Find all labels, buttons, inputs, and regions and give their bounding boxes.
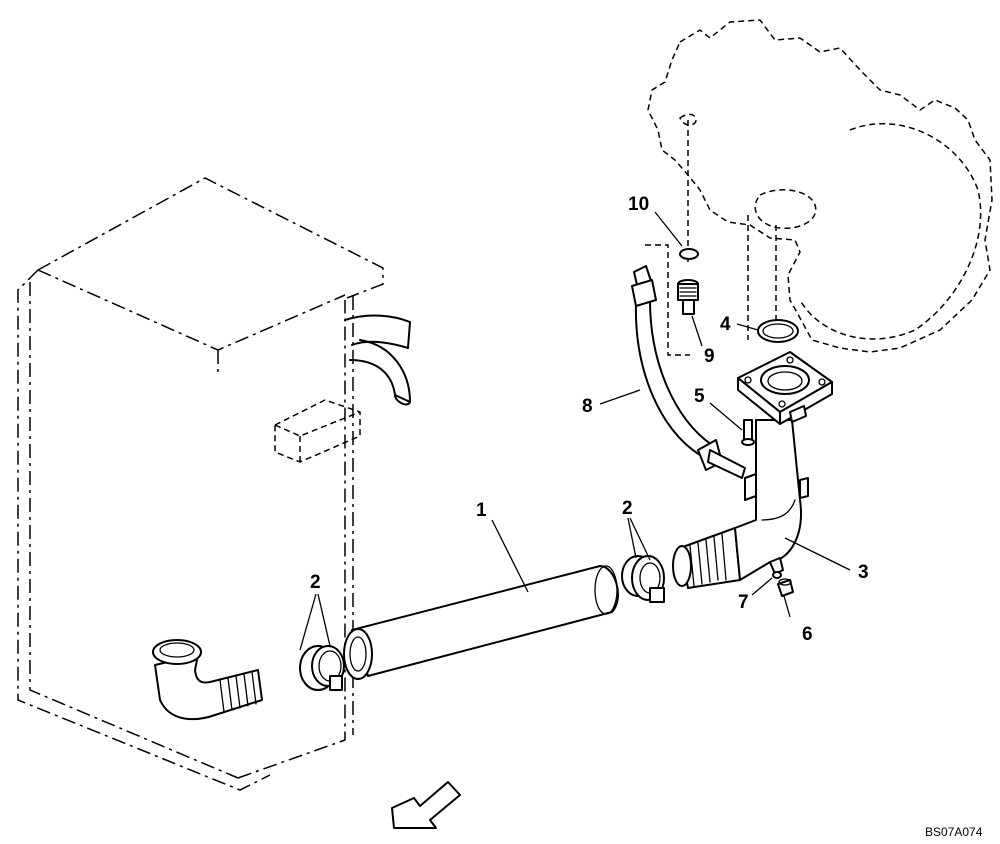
pipe-part — [672, 351, 833, 589]
callout-7-label: 7 — [738, 592, 749, 613]
callout-6-label: 6 — [802, 624, 813, 645]
o-ring-plug-part — [772, 571, 782, 579]
clamp-right-part — [621, 555, 665, 603]
callout-9-label: 9 — [704, 346, 715, 367]
small-hose-part — [631, 265, 746, 479]
tank-outline — [17, 177, 411, 791]
o-ring-large-part — [757, 319, 799, 343]
clamp-left-part — [299, 645, 345, 691]
callout-10-label: 10 — [628, 194, 649, 215]
callout-4-label: 4 — [720, 314, 731, 335]
callout-labels: 1 2 2 3 4 5 6 7 8 9 10 — [310, 194, 869, 645]
callout-2-label: 2 — [622, 498, 633, 519]
direction-arrow-icon — [391, 781, 461, 829]
callout-5-label: 5 — [694, 386, 705, 407]
fitting-part — [677, 279, 699, 315]
callout-2-label: 2 — [310, 572, 321, 593]
leader-lines — [299, 211, 851, 651]
hose-part — [343, 565, 619, 680]
plug-part — [777, 578, 794, 597]
drawing-code: BS07A074 — [925, 825, 983, 839]
o-ring-small-part — [679, 248, 699, 260]
callout-3-label: 3 — [858, 562, 869, 583]
callout-1-label: 1 — [476, 500, 487, 521]
engine-outline — [645, 19, 993, 356]
callout-8-label: 8 — [582, 396, 593, 417]
bolt-part — [741, 419, 755, 446]
tank-elbow — [152, 639, 263, 721]
